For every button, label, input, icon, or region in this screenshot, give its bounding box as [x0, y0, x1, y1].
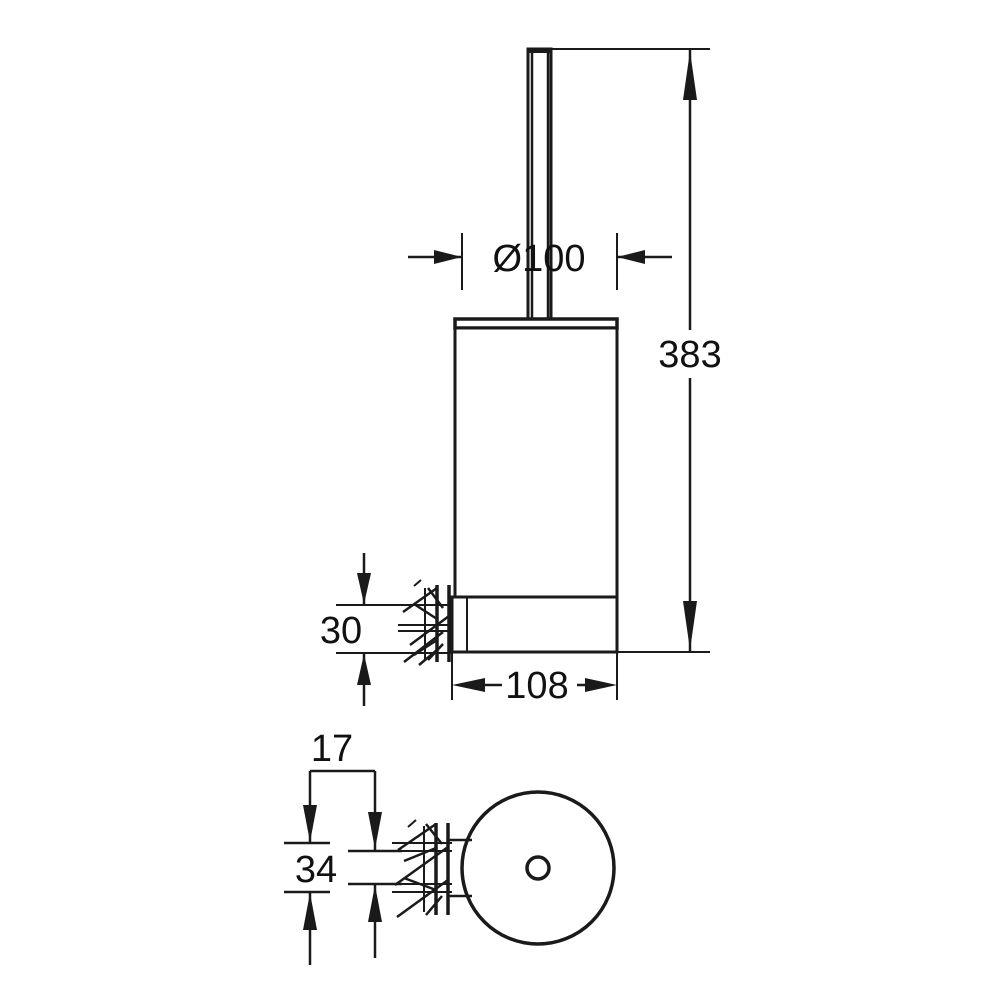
base-collar — [450, 595, 619, 654]
dimension-base-width: 108 — [451, 652, 618, 707]
dim-height-arrow-top — [683, 51, 697, 100]
front-elevation-view: Ø100 383 — [320, 47, 722, 707]
container-body — [450, 317, 619, 654]
centre-hole — [525, 855, 551, 881]
dim-base-width-label: 108 — [505, 665, 568, 707]
dimension-wall-offset: 30 — [320, 553, 452, 706]
dimension-height: 383 — [551, 48, 722, 653]
dim-bracket-outer-arrow-right — [368, 885, 382, 922]
hatch-top-chevron-2 — [403, 876, 437, 892]
brush-handle — [526, 47, 553, 327]
dim-wall-offset-arrow-top — [357, 573, 371, 604]
dim-diameter-label: Ø100 — [493, 238, 586, 280]
hatch-top-chevron-1 — [403, 846, 437, 863]
dim-height-label: 383 — [658, 334, 721, 376]
dim-wall-offset-arrow-bottom — [357, 654, 371, 685]
hatch-top-chevron-3 — [425, 823, 443, 845]
dimension-bracket-inner: 17 — [284, 728, 402, 853]
wall-bracket-hatch-top — [392, 819, 452, 919]
hatch-chevron-1 — [413, 602, 438, 621]
dim-base-width-arrow-right — [585, 678, 617, 692]
dim-height-arrow-bottom — [683, 601, 697, 650]
dimension-bracket-outer: 34 — [284, 849, 402, 965]
dim-diameter-arrow-left — [434, 250, 462, 264]
hatch-top-chevron-4 — [425, 895, 443, 916]
dim-base-width-arrow-left — [452, 678, 485, 692]
hatch-stroke-2 — [409, 614, 450, 647]
dim-bracket-inner-label: 17 — [311, 728, 353, 770]
hatch-stroke-4 — [413, 579, 422, 587]
hatch-top-stroke-3 — [396, 878, 449, 919]
dim-wall-offset-label: 30 — [320, 610, 362, 652]
dim-diameter-arrow-right — [617, 250, 645, 264]
bracket-stub-top — [448, 838, 472, 898]
dim-bracket-inner-arrow-right — [368, 812, 382, 849]
dim-bracket-inner-arrow-left — [303, 805, 317, 842]
dim-bracket-outer-label: 34 — [295, 849, 337, 891]
top-plan-view: 17 34 — [284, 728, 616, 965]
dimension-diameter: Ø100 — [408, 233, 672, 290]
hatch-stroke-3 — [403, 631, 444, 663]
container-wall — [453, 326, 619, 599]
hatch-top-stroke-4 — [407, 819, 417, 828]
wall-bracket-hatch-front — [398, 579, 452, 666]
dim-bracket-outer-arrow-left — [303, 893, 317, 930]
